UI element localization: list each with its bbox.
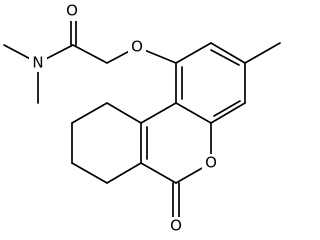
bond-aromatic-methyl	[244, 42, 281, 64]
bond-aromatic-3	[210, 102, 246, 124]
bond-aromatic-inner-b	[213, 100, 241, 117]
bond-aromatic-inner-c	[210, 49, 240, 66]
bond-pyranone-1	[140, 102, 177, 124]
chemical-structure-diagram: O N O O O	[3, 1, 281, 235]
carbonyl-oxygen-background	[167, 217, 185, 235]
bond-aromatic-2	[175, 102, 212, 124]
bond-cyclohexene-5	[106, 162, 142, 184]
bond-cyclohexene-2	[71, 102, 108, 124]
bond-amide-c-to-ch2	[72, 44, 108, 64]
amide-nitrogen-background	[29, 54, 47, 72]
amide-oxygen-label: O	[66, 2, 78, 20]
bond-pyranone-3	[140, 162, 177, 184]
bond-aromatic-6	[175, 42, 212, 64]
molecule-svg: O N O O O	[3, 2, 281, 235]
bond-aromatic-5	[210, 42, 246, 64]
bond-cyclohexene-1	[106, 102, 142, 124]
carbonyl-oxygen-label: O	[170, 217, 182, 235]
amide-oxygen-background	[63, 3, 81, 21]
ether-oxygen-label: O	[131, 38, 143, 56]
ring-oxygen-background	[202, 154, 220, 172]
bond-cyclohexene-4	[71, 162, 108, 184]
amide-nitrogen-label: N	[32, 54, 43, 72]
ring-oxygen-label: O	[205, 154, 217, 172]
ether-oxygen-background	[128, 38, 146, 56]
